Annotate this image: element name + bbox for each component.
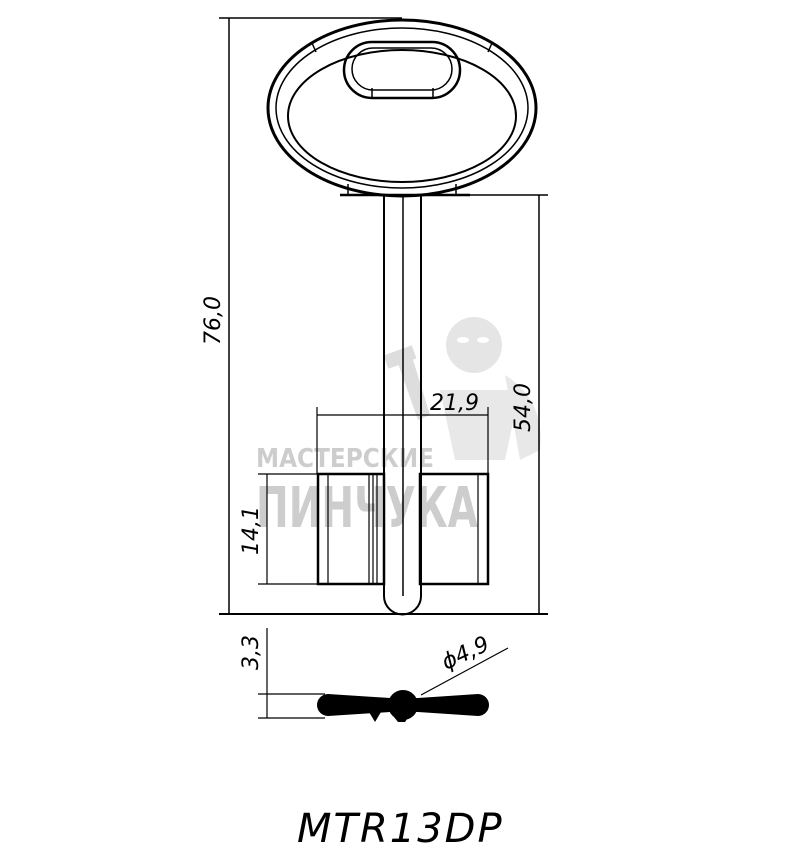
dimension-shank-diameter-label: ϕ4,9 (438, 632, 493, 676)
key-bit-right (418, 472, 490, 586)
watermark: МАСТЕРСКИЕ ПИНЧУКА (256, 317, 541, 541)
dimension-bit-height-label: 14,1 (239, 506, 264, 555)
dimension-total-length: 76,0 (201, 17, 548, 615)
model-title: MTR13DP (297, 806, 504, 852)
dimension-blade-length: 54,0 (421, 194, 548, 614)
watermark-line1: МАСТЕРСКИЕ (256, 444, 434, 474)
dimension-bit-span: 21,9 (316, 391, 489, 474)
dimension-bit-height: 14,1 (239, 473, 318, 585)
dimension-profile-thickness-label: 3,3 (239, 635, 264, 670)
dimension-profile-thickness: 3,3 (239, 628, 325, 719)
dimension-total-length-label: 76,0 (201, 296, 226, 345)
watermark-line2: ПИНЧУКА (256, 476, 478, 541)
dimension-shank-diameter: ϕ4,9 (420, 632, 509, 696)
key-bit-left (316, 472, 386, 586)
key-bow (266, 18, 538, 198)
dimension-bit-span-label: 21,9 (430, 391, 479, 416)
key-profile-section (317, 690, 489, 722)
dimension-blade-length-label: 54,0 (511, 383, 536, 432)
